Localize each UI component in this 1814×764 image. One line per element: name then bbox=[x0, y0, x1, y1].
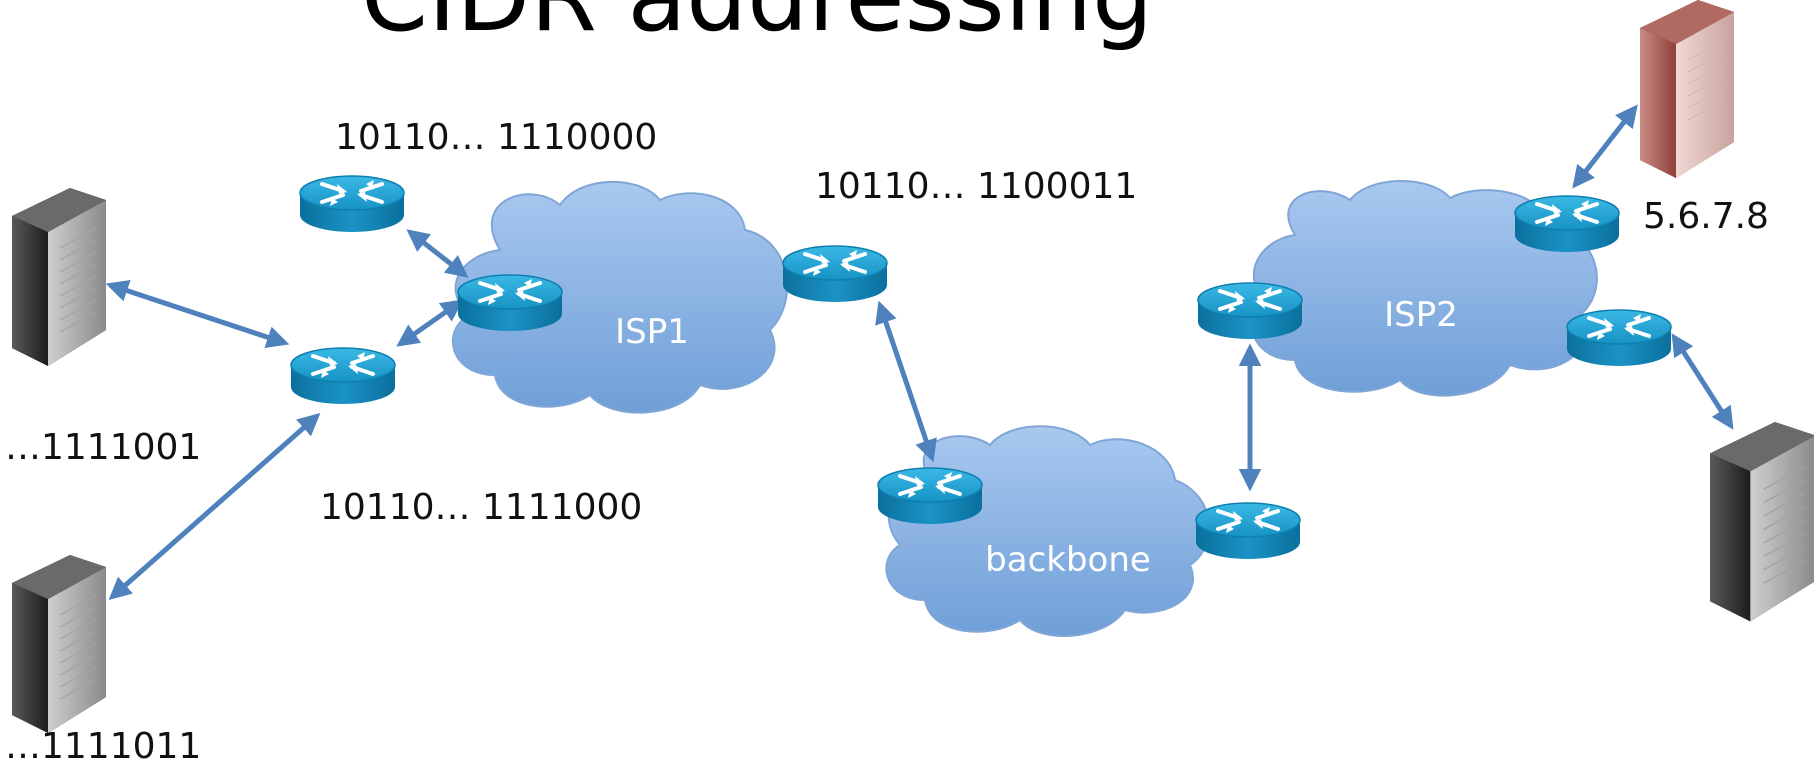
cloud-icon bbox=[885, 425, 1211, 637]
label-router-isp1-exit: 10110… 1100011 bbox=[815, 166, 1137, 207]
router-icon bbox=[1196, 281, 1304, 341]
router-left-hub bbox=[289, 346, 397, 406]
label-router-left-hub: 10110… 1111000 bbox=[320, 487, 642, 528]
server-left-bottom bbox=[11, 554, 107, 734]
cloud-isp2: ISP2 bbox=[1250, 180, 1598, 397]
label-server-left-bottom: …1111011 bbox=[5, 726, 201, 764]
router-icon bbox=[876, 466, 984, 526]
router-isp2-entry bbox=[1196, 281, 1304, 341]
label-server-left-top: …1111001 bbox=[5, 427, 201, 468]
link-hub-isp1 bbox=[396, 299, 464, 347]
cloud-label-isp2: ISP2 bbox=[1384, 295, 1458, 335]
router-icon bbox=[1194, 501, 1302, 561]
cloud-backbone: backbone bbox=[885, 425, 1211, 637]
server-icon bbox=[1639, 0, 1735, 179]
links bbox=[105, 104, 1734, 600]
server-left-top bbox=[11, 187, 107, 367]
cloud-icon bbox=[451, 180, 789, 414]
page-title: CIDR addressing bbox=[361, 0, 1153, 53]
router-isp2-right bbox=[1565, 308, 1673, 368]
link-server1-hub bbox=[105, 279, 290, 349]
link-isp2-remote-server bbox=[1572, 104, 1638, 189]
router-top-left bbox=[298, 174, 406, 234]
label-router-top-left: 10110… 1110000 bbox=[335, 117, 657, 158]
router-isp1-entry bbox=[456, 273, 564, 333]
router-icon bbox=[1565, 308, 1673, 368]
link-server2-hub bbox=[108, 413, 321, 600]
router-icon bbox=[289, 346, 397, 406]
router-icon bbox=[456, 273, 564, 333]
server-icon bbox=[11, 554, 107, 734]
link-toprouter-isp1 bbox=[406, 229, 469, 278]
cloud-label-backbone: backbone bbox=[985, 540, 1151, 580]
router-icon bbox=[298, 174, 406, 234]
server-right bbox=[1709, 421, 1814, 623]
router-isp1-exit bbox=[781, 244, 889, 304]
label-server-remote: 5.6.7.8 bbox=[1643, 196, 1769, 237]
server-remote bbox=[1639, 0, 1735, 179]
link-isp1-backbone bbox=[875, 300, 937, 463]
cloud-isp1: ISP1 bbox=[451, 180, 789, 414]
cloud-label-isp1: ISP1 bbox=[615, 312, 689, 352]
router-icon bbox=[781, 244, 889, 304]
router-isp2-top bbox=[1513, 194, 1621, 254]
router-icon bbox=[1513, 194, 1621, 254]
server-icon bbox=[1709, 421, 1814, 623]
router-backbone-right bbox=[1194, 501, 1302, 561]
router-backbone-left bbox=[876, 466, 984, 526]
link-isp2-right-server bbox=[1671, 333, 1734, 430]
server-icon bbox=[11, 187, 107, 367]
